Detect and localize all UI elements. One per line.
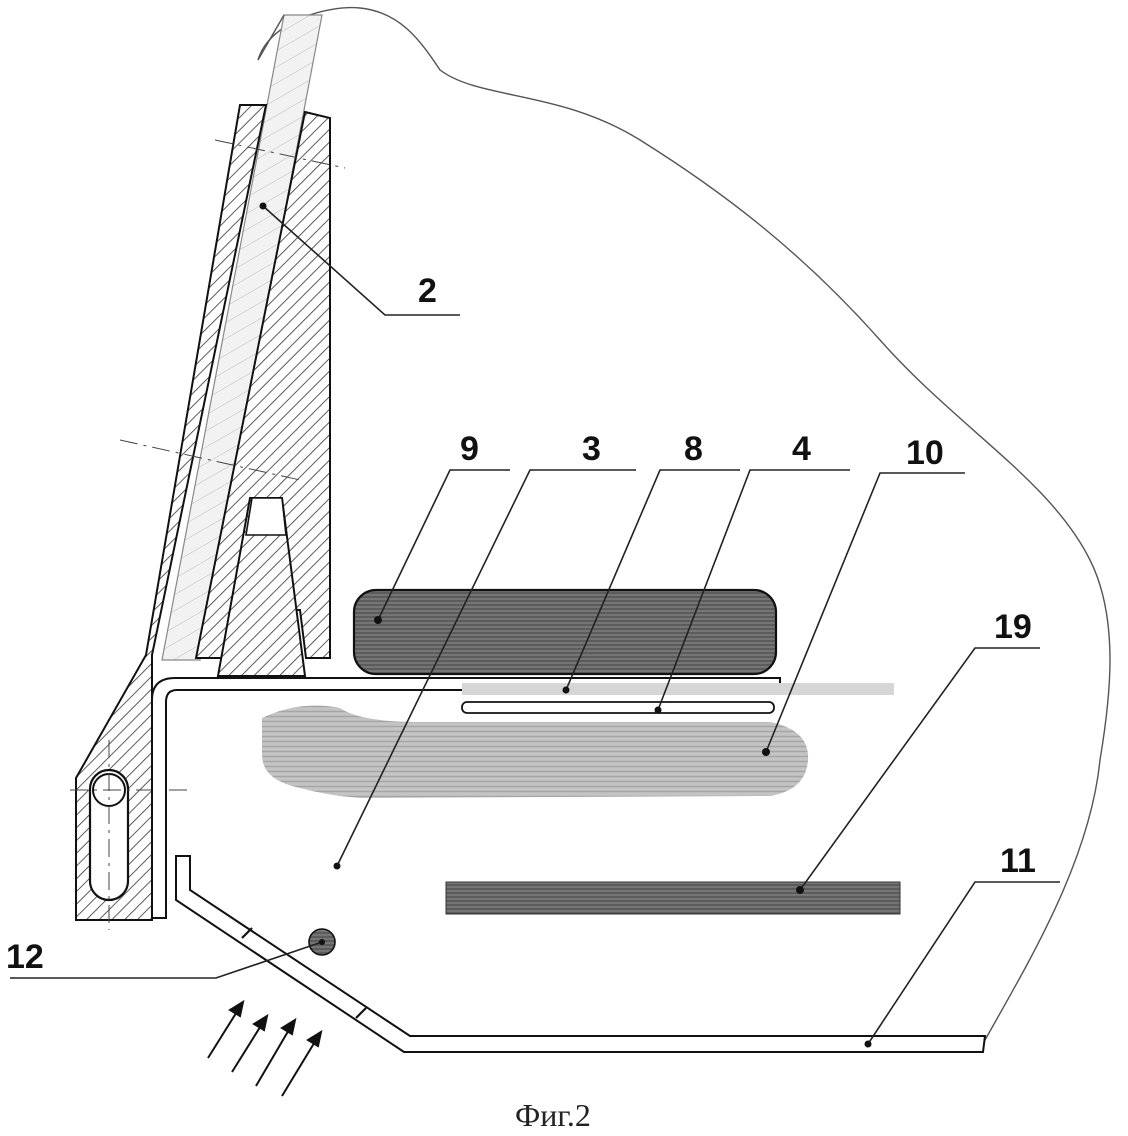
- flow-arrows: [208, 1002, 321, 1096]
- label-9: 9: [460, 430, 479, 468]
- label-19: 19: [994, 608, 1032, 646]
- label-10: 10: [906, 434, 944, 472]
- label-11: 11: [1000, 842, 1036, 880]
- label-2: 2: [418, 272, 437, 310]
- figure-caption: Фиг.2: [515, 1097, 591, 1133]
- label-12: 12: [6, 938, 44, 976]
- label-4: 4: [792, 430, 811, 468]
- block-9: [354, 590, 776, 674]
- element-10: [262, 706, 808, 798]
- inner-wedge-tip: [246, 498, 286, 535]
- label-8: 8: [684, 430, 703, 468]
- strip-8: [462, 683, 894, 695]
- label-3: 3: [582, 430, 601, 468]
- rod-4: [462, 702, 774, 713]
- bar-19: [446, 882, 900, 914]
